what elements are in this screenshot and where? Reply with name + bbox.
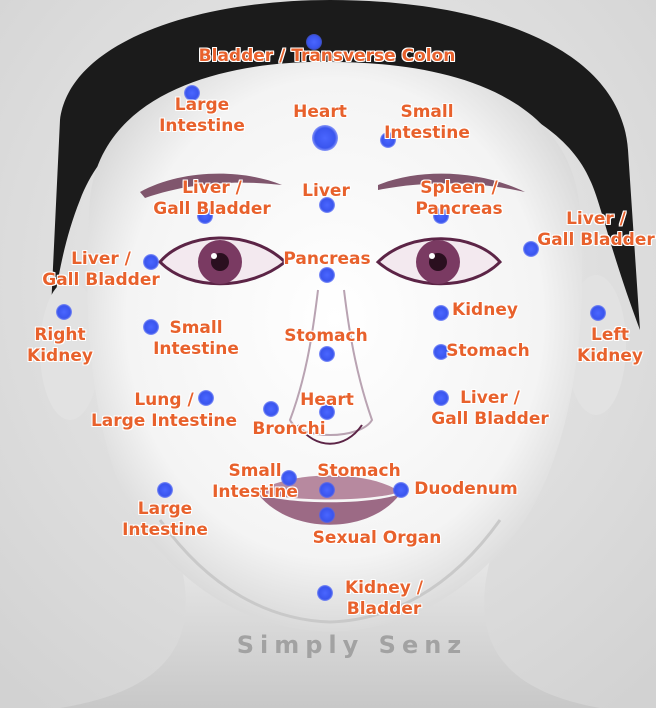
point-right-kidney	[56, 304, 72, 320]
label-duodenum: Duodenum	[414, 479, 518, 500]
label-spleen-pancreas: Spleen /Pancreas	[415, 178, 502, 220]
point-stomach-mouth	[319, 482, 335, 498]
label-liver-gb-left: Liver /Gall Bladder	[42, 249, 160, 291]
label-small-intestine-cheek: SmallIntestine	[153, 318, 239, 360]
label-liver-gb-temple-right: Liver /Gall Bladder	[537, 209, 655, 251]
point-sexual-organ	[319, 507, 335, 523]
label-heart-forehead: Heart	[293, 102, 347, 123]
label-stomach-mouth: Stomach	[317, 461, 400, 482]
point-stomach-nose	[319, 346, 335, 362]
label-liver-gb-brow: Liver /Gall Bladder	[153, 178, 271, 220]
point-kidney-right-side	[433, 305, 449, 321]
label-small-intestine-mouth: SmallIntestine	[212, 461, 298, 503]
label-small-intestine-forehead: SmallIntestine	[384, 102, 470, 144]
label-left-kidney: LeftKidney	[577, 325, 643, 367]
label-kidney-right-side: Kidney	[452, 300, 518, 321]
label-large-intestine-forehead: LargeIntestine	[159, 95, 245, 137]
label-bladder-transverse: Bladder / Transverse Colon	[199, 46, 456, 67]
watermark: Simply Senz	[237, 631, 468, 659]
label-stomach-nose: Stomach	[284, 326, 367, 347]
label-right-kidney: RightKidney	[27, 325, 93, 367]
point-left-kidney	[590, 305, 606, 321]
label-bronchi: Bronchi	[252, 419, 325, 440]
label-sexual-organ: Sexual Organ	[313, 528, 442, 549]
label-liver-center: Liver	[302, 181, 350, 202]
label-stomach-right-side: Stomach	[446, 341, 529, 362]
point-duodenum	[393, 482, 409, 498]
label-large-intestine-jaw: LargeIntestine	[122, 499, 208, 541]
point-large-intestine-jaw	[157, 482, 173, 498]
point-bronchi	[263, 401, 279, 417]
label-pancreas: Pancreas	[283, 249, 370, 270]
label-kidney-bladder: Kidney /Bladder	[345, 578, 423, 620]
label-heart-nose: Heart	[300, 390, 354, 411]
label-liver-gb-cheek: Liver /Gall Bladder	[431, 388, 549, 430]
label-lung-large-intestine: Lung /Large Intestine	[91, 390, 237, 432]
point-kidney-bladder	[317, 585, 333, 601]
point-heart-forehead	[312, 125, 338, 151]
